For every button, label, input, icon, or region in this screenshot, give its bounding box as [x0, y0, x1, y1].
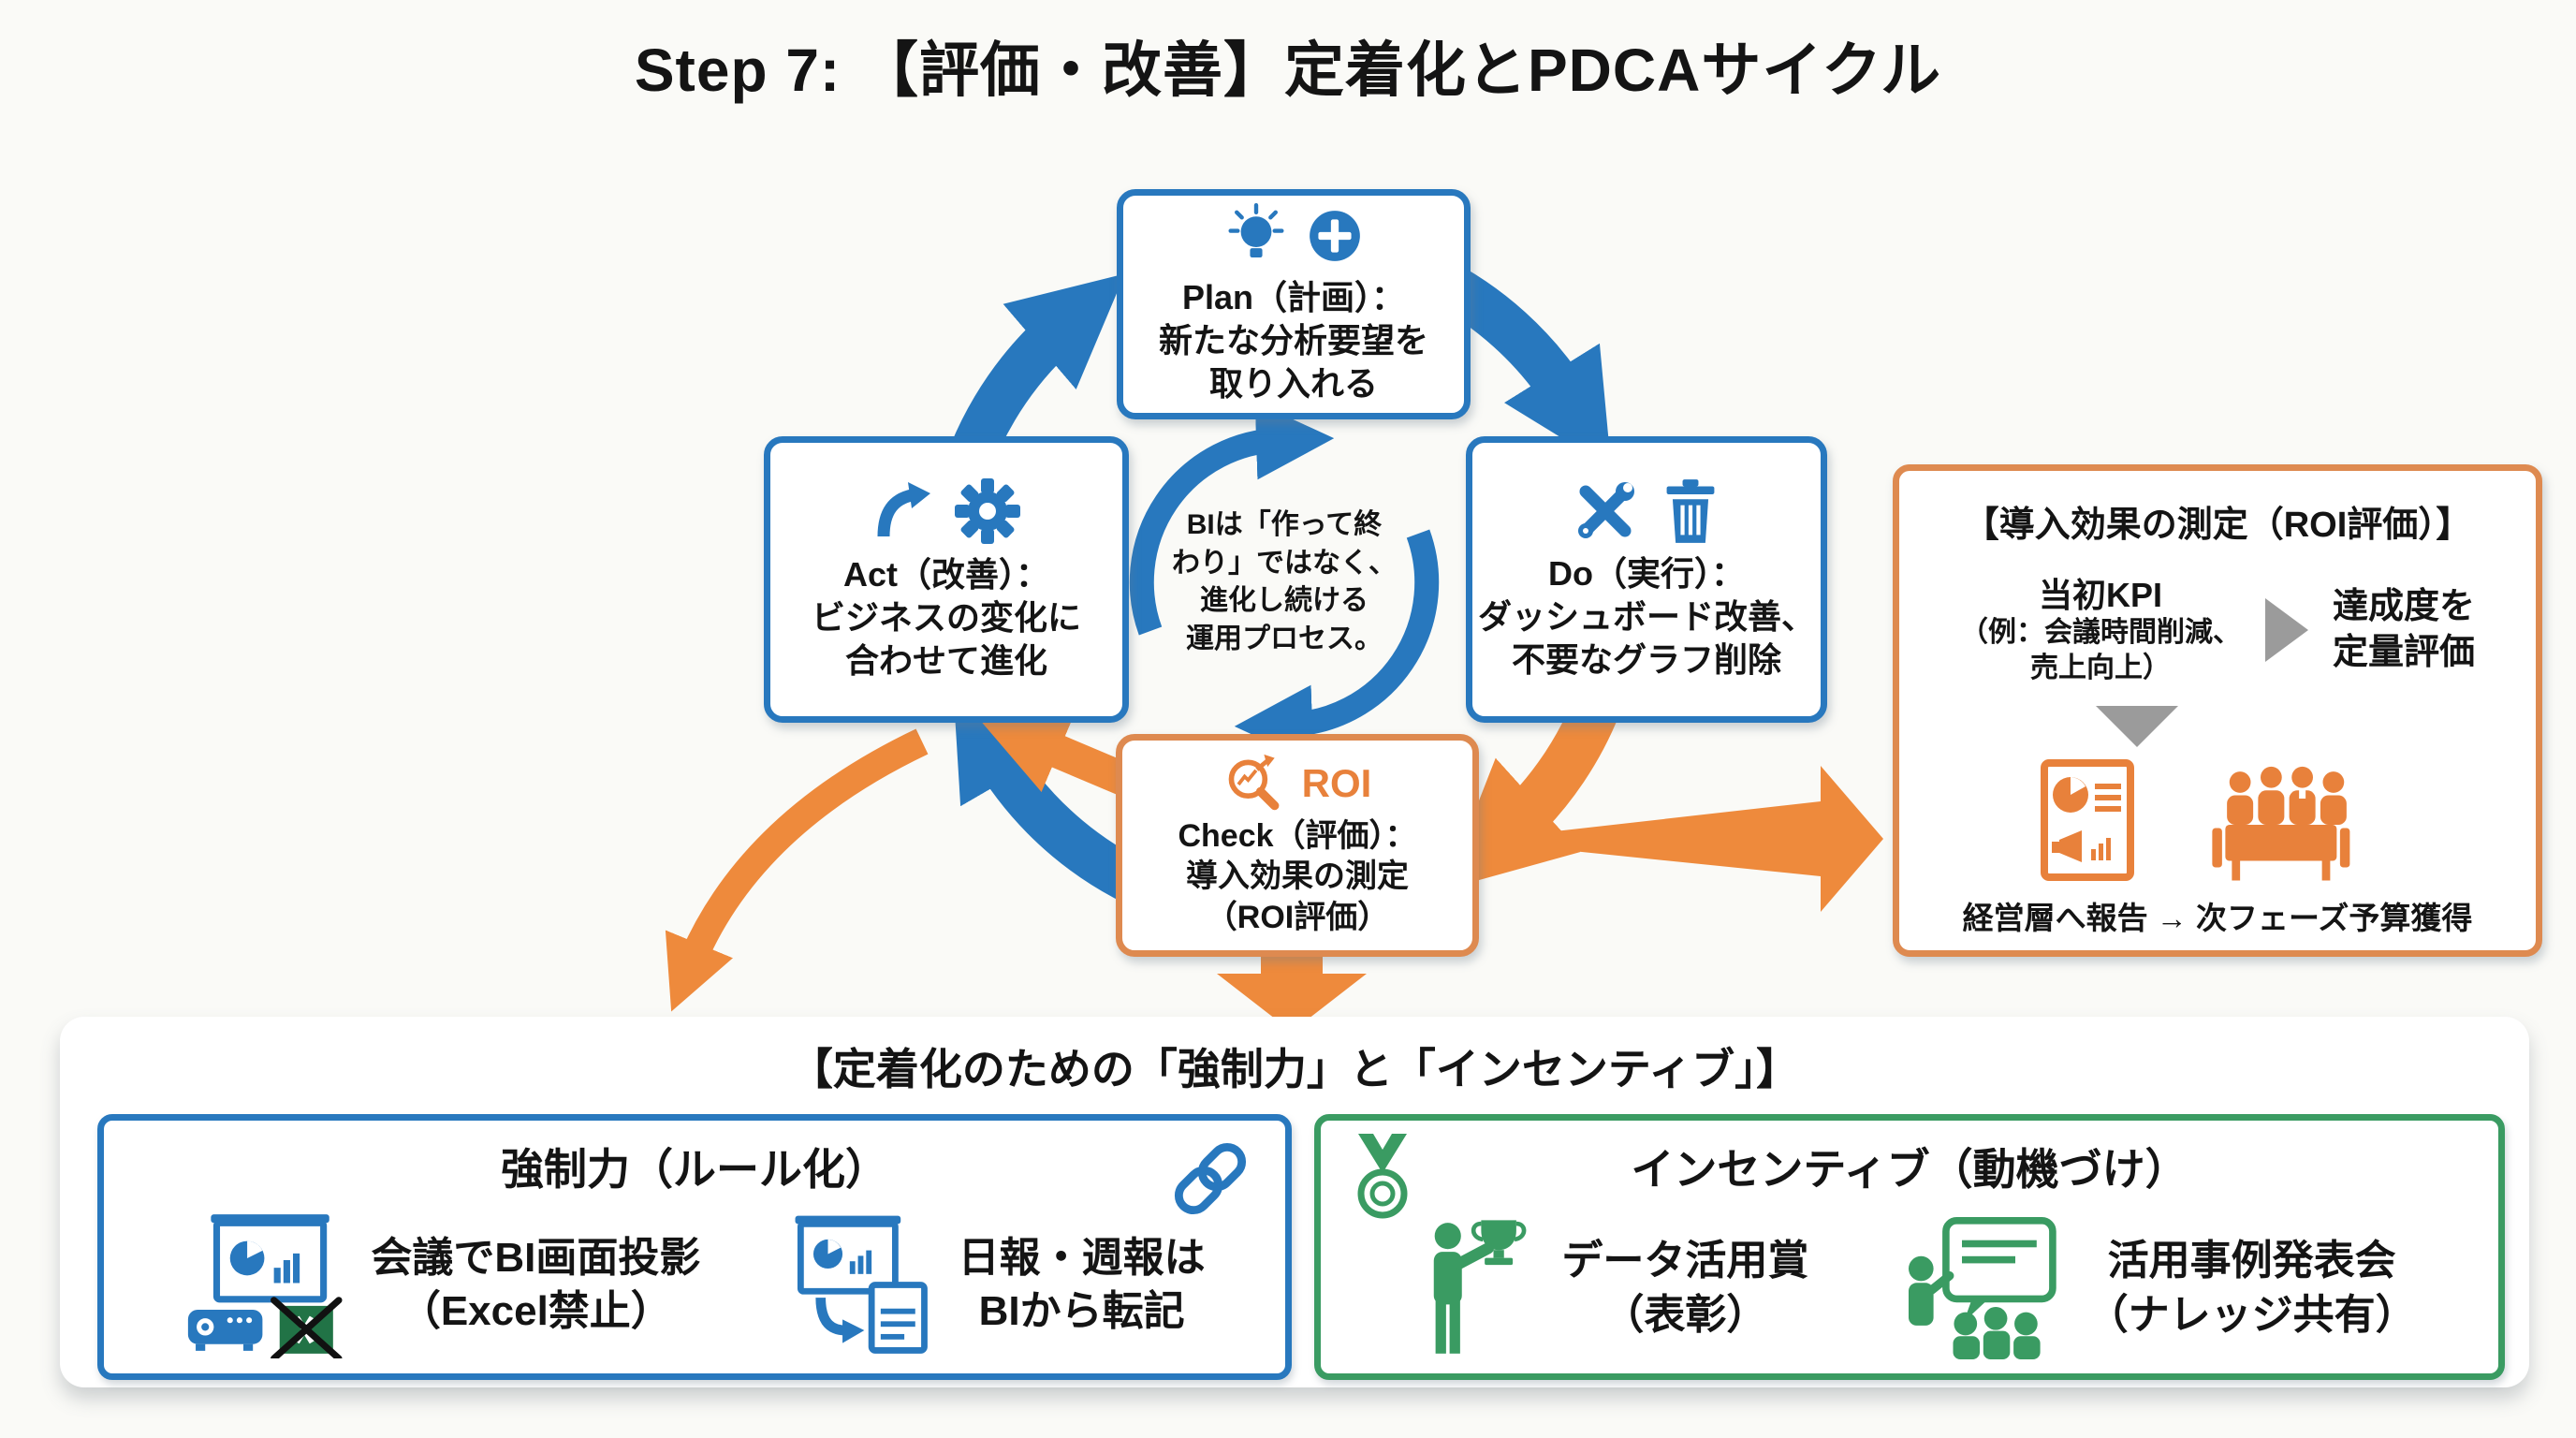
- incentive-item-2-text: 活用事例発表会 （ナレッジ共有）: [2087, 1234, 2417, 1341]
- plan-line2: 取り入れる: [1208, 364, 1378, 404]
- do-box: Do（実行）： ダッシュボード改善、 不要なグラフ削除: [1466, 436, 1827, 723]
- curve-up-arrow-icon: [877, 481, 930, 537]
- roi-bottom-text: 経営層へ報告 → 次フェーズ予算獲得: [1962, 901, 2473, 936]
- check-heading: Check（評価）：: [1178, 817, 1417, 854]
- incentive-item-1-line1: データ活用賞: [1561, 1238, 1809, 1284]
- enforcement-item-2-line2: BIから転記: [978, 1288, 1185, 1334]
- center-line3: 進化し続ける: [1200, 585, 1368, 616]
- kpi-line1: 当初KPI: [2038, 576, 2162, 614]
- page-title: Step 7: 【評価・改善】定着化とPDCAサイクル: [634, 37, 1942, 104]
- tools-icon: [1578, 481, 1634, 538]
- presentation-people-icon: [1908, 1216, 2056, 1359]
- center-ring-arc-right: [1234, 529, 1440, 763]
- add-circle-icon: [1310, 211, 1360, 261]
- gray-right-arrow: [2264, 598, 2308, 663]
- act-icons: [871, 477, 1022, 546]
- incentive-items: データ活用賞 （表彰）: [1321, 1211, 2498, 1365]
- enforcement-item-2-text: 日報・週報は BIから転記: [959, 1231, 1206, 1338]
- check-box: ROI Check（評価）： 導入効果の測定 （ROI評価）: [1116, 734, 1479, 957]
- kpi-line3: 売上向上）: [2029, 652, 2171, 683]
- do-line2: 不要なグラフ削除: [1511, 640, 1781, 680]
- check-line1: 導入効果の測定: [1186, 858, 1409, 895]
- plan-line1: 新たな分析要望を: [1158, 320, 1428, 360]
- check-line2: （ROI評価）: [1205, 899, 1390, 935]
- plan-box: Plan（計画）： 新たな分析要望を 取り入れる: [1117, 189, 1471, 419]
- roi-panel: 【導入効果の測定（ROI評価）】 当初KPI （例：会議時間削減、 売上向上） …: [1893, 464, 2542, 957]
- incentive-title: インセンティブ（動機づけ）: [1631, 1145, 2188, 1194]
- enforcement-item-1-text: 会議でBI画面投影 （Excel禁止）: [371, 1231, 700, 1338]
- act-box: Act（改善）： ビジネスの変化に 合わせて進化: [764, 436, 1129, 723]
- arrow-check-down: [1217, 944, 1367, 1032]
- incentive-item-2-line1: 活用事例発表会: [2107, 1238, 2396, 1284]
- result-text: 達成度を 定量評価: [2333, 584, 2475, 677]
- enforcement-items: 会議でBI画面投影 （Excel禁止）: [104, 1211, 1285, 1358]
- check-icons: ROI: [1223, 753, 1372, 814]
- chain-link-icon: [1167, 1136, 1253, 1226]
- arrow-cycle-to-retention: [665, 728, 929, 1012]
- incentive-item-1-line2: （表彰）: [1603, 1291, 1768, 1338]
- trash-icon: [1666, 478, 1715, 543]
- meeting-table-icon: [2211, 767, 2349, 881]
- kpi-line2: （例：会議時間削減、: [1959, 617, 2241, 649]
- plan-icons: [1223, 202, 1364, 269]
- enforcement-item-1-line2: （Excel禁止）: [399, 1288, 672, 1334]
- incentive-item-2: 活用事例発表会 （ナレッジ共有）: [1891, 1214, 2417, 1362]
- gray-down-arrow: [2096, 706, 2178, 748]
- roi-panel-title: 【導入効果の測定（ROI評価）】: [1963, 506, 2472, 545]
- enforcement-box: 強制力（ルール化）: [97, 1114, 1292, 1380]
- roi-badge: ROI: [1301, 760, 1372, 805]
- medal-icon: [1347, 1132, 1418, 1230]
- center-ring-arc-left: [1129, 402, 1335, 636]
- result-line1: 達成度を: [2332, 586, 2475, 626]
- act-line2: 合わせて進化: [844, 641, 1047, 681]
- cycle-center-text: BIは「作って終 わり」ではなく、 進化し続ける 運用プロセス。: [1151, 468, 1417, 697]
- plan-heading: Plan（計画）：: [1181, 277, 1406, 316]
- center-line1: BIは「作って終: [1186, 509, 1383, 540]
- enforcement-item-2: 日報・週報は BIから転記: [781, 1211, 1206, 1358]
- retention-section: 【定着化のための「強制力」と「インセンティブ」】 強制力（ルール化）: [60, 1017, 2529, 1387]
- do-line1: ダッシュボード改善、: [1477, 596, 1815, 636]
- do-heading: Do（実行）：: [1548, 553, 1745, 593]
- enforcement-item-1: 会議でBI画面投影 （Excel禁止）: [183, 1211, 700, 1358]
- result-line2: 定量評価: [2332, 633, 2475, 673]
- roi-search-icon: [1228, 754, 1280, 811]
- retention-header: 【定着化のための「強制力」と「インセンティブ」】: [789, 1045, 1800, 1093]
- do-icons: [1571, 477, 1722, 545]
- trophy-person-icon: [1434, 1220, 1527, 1354]
- enforcement-title: 強制力（ルール化）: [501, 1145, 888, 1194]
- center-line4: 運用プロセス。: [1186, 623, 1383, 654]
- act-heading: Act（改善）：: [842, 554, 1049, 594]
- incentive-item-2-line2: （ナレッジ共有）: [2086, 1291, 2417, 1338]
- lightbulb-icon: [1228, 202, 1284, 257]
- enforcement-item-2-line1: 日報・週報は: [958, 1234, 1206, 1281]
- center-line2: わり」ではなく、: [1172, 547, 1397, 579]
- kpi-text: 当初KPI （例：会議時間削減、 売上向上）: [1960, 575, 2241, 685]
- incentive-item-1-text: データ活用賞 （表彰）: [1561, 1234, 1808, 1341]
- enforcement-item-1-line1: 会議でBI画面投影: [371, 1234, 701, 1281]
- roi-icons-row: [1899, 753, 2536, 884]
- projector-screen-no-excel-icon: [188, 1214, 343, 1358]
- incentive-item-1: データ活用賞 （表彰）: [1402, 1211, 1808, 1365]
- screen-to-document-icon: [795, 1215, 928, 1354]
- arrow-check-to-roi: [1471, 766, 1883, 912]
- act-line1: ビジネスの変化に: [811, 597, 1081, 637]
- gear-icon: [955, 477, 1020, 544]
- report-document-icon: [2040, 759, 2134, 882]
- kpi-row: 当初KPI （例：会議時間削減、 売上向上） 達成度を 定量評価: [1899, 575, 2536, 685]
- incentive-box: インセンティブ（動機づけ）: [1314, 1114, 2505, 1380]
